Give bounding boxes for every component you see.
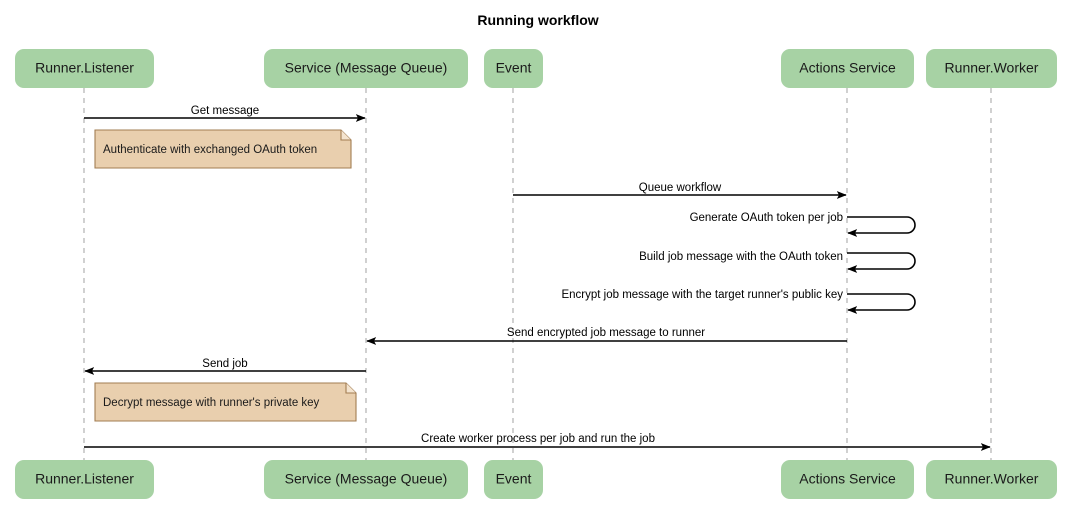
participant-service-message-queue-footer[interactable]: Service (Message Queue) xyxy=(264,460,468,499)
participant-service-message-queue-header[interactable]: Service (Message Queue) xyxy=(264,49,468,88)
message-get-message[interactable]: Get message xyxy=(84,105,366,122)
message-label-send-encrypted-job-message-to-runner: Send encrypted job message to runner xyxy=(507,327,705,339)
participant-label-actions-service: Actions Service xyxy=(799,471,896,487)
note-fold-corner-authenticate-note xyxy=(340,130,351,141)
message-send-encrypted-job-message-to-runner[interactable]: Send encrypted job message to runner xyxy=(366,327,847,345)
participant-footers: Runner.Listener Service (Message Queue) Ev… xyxy=(15,460,1057,499)
message-encrypt-job-message-target-runner-public-key[interactable]: Encrypt job message with the target runn… xyxy=(561,289,916,314)
participant-label-runner-listener: Runner.Listener xyxy=(35,60,134,76)
message-label-send-job: Send job xyxy=(202,358,247,370)
notes: Authenticate with exchanged OAuth tokenD… xyxy=(94,129,357,422)
message-label-encrypt-job-message-target-runner-public-key: Encrypt job message with the target runn… xyxy=(561,289,843,301)
participant-label-runner-worker: Runner.Worker xyxy=(945,60,1039,76)
message-label-get-message: Get message xyxy=(191,105,259,117)
note-authenticate-note[interactable]: Authenticate with exchanged OAuth token xyxy=(94,129,352,169)
participant-box-service-message-queue xyxy=(264,460,468,499)
message-build-job-message-with-oauth-token[interactable]: Build job message with the OAuth token xyxy=(639,251,916,273)
participant-label-runner-listener: Runner.Listener xyxy=(35,471,134,487)
message-send-job[interactable]: Send job xyxy=(84,358,366,375)
participant-box-service-message-queue xyxy=(264,49,468,88)
lifelines xyxy=(83,88,992,460)
participant-runner-worker-header[interactable]: Runner.Worker xyxy=(926,49,1057,88)
participant-runner-worker-footer[interactable]: Runner.Worker xyxy=(926,460,1057,499)
participant-label-event: Event xyxy=(496,60,532,76)
self-loop-path-encrypt-job-message-target-runner-public-key xyxy=(847,293,916,314)
message-label-build-job-message-with-oauth-token: Build job message with the OAuth token xyxy=(639,251,843,263)
note-fold-corner-decrypt-note xyxy=(345,383,356,394)
participant-runner-listener-footer[interactable]: Runner.Listener xyxy=(15,460,154,499)
participant-box-runner-worker xyxy=(926,49,1057,88)
note-body-decrypt-note xyxy=(94,382,357,422)
participant-label-service-message-queue: Service (Message Queue) xyxy=(285,60,448,76)
self-loop-path-build-job-message-with-oauth-token xyxy=(847,252,916,273)
participant-runner-listener-header[interactable]: Runner.Listener xyxy=(15,49,154,88)
participant-event-header[interactable]: Event xyxy=(484,49,543,88)
participant-box-actions-service xyxy=(781,460,914,499)
message-generate-oauth-token-per-job[interactable]: Generate OAuth token per job xyxy=(690,212,916,237)
participant-label-runner-worker: Runner.Worker xyxy=(945,471,1039,487)
diagram-title: Running workflow xyxy=(477,12,598,28)
participant-box-event xyxy=(484,460,543,499)
participant-actions-service-footer[interactable]: Actions Service xyxy=(781,460,914,499)
message-label-queue-workflow: Queue workflow xyxy=(639,182,722,194)
message-label-create-worker-process-per-job: Create worker process per job and run th… xyxy=(421,433,655,445)
note-label-authenticate-note: Authenticate with exchanged OAuth token xyxy=(103,144,317,156)
participant-label-service-message-queue: Service (Message Queue) xyxy=(285,471,448,487)
participant-actions-service-header[interactable]: Actions Service xyxy=(781,49,914,88)
participant-label-actions-service: Actions Service xyxy=(799,60,896,76)
self-loop-path-generate-oauth-token-per-job xyxy=(847,216,916,237)
participant-box-actions-service xyxy=(781,49,914,88)
participant-box-runner-listener xyxy=(15,49,154,88)
message-create-worker-process-per-job[interactable]: Create worker process per job and run th… xyxy=(84,433,991,451)
message-queue-workflow[interactable]: Queue workflow xyxy=(513,182,847,199)
participant-box-runner-listener xyxy=(15,460,154,499)
participant-box-runner-worker xyxy=(926,460,1057,499)
participant-event-footer[interactable]: Event xyxy=(484,460,543,499)
note-label-decrypt-note: Decrypt message with runner's private ke… xyxy=(103,397,320,409)
note-body-authenticate-note xyxy=(94,129,352,169)
participant-box-event xyxy=(484,49,543,88)
participant-label-event: Event xyxy=(496,471,532,487)
note-decrypt-note[interactable]: Decrypt message with runner's private ke… xyxy=(94,382,357,422)
message-label-generate-oauth-token-per-job: Generate OAuth token per job xyxy=(690,212,843,224)
participant-headers: Runner.Listener Service (Message Queue) Ev… xyxy=(15,49,1057,88)
